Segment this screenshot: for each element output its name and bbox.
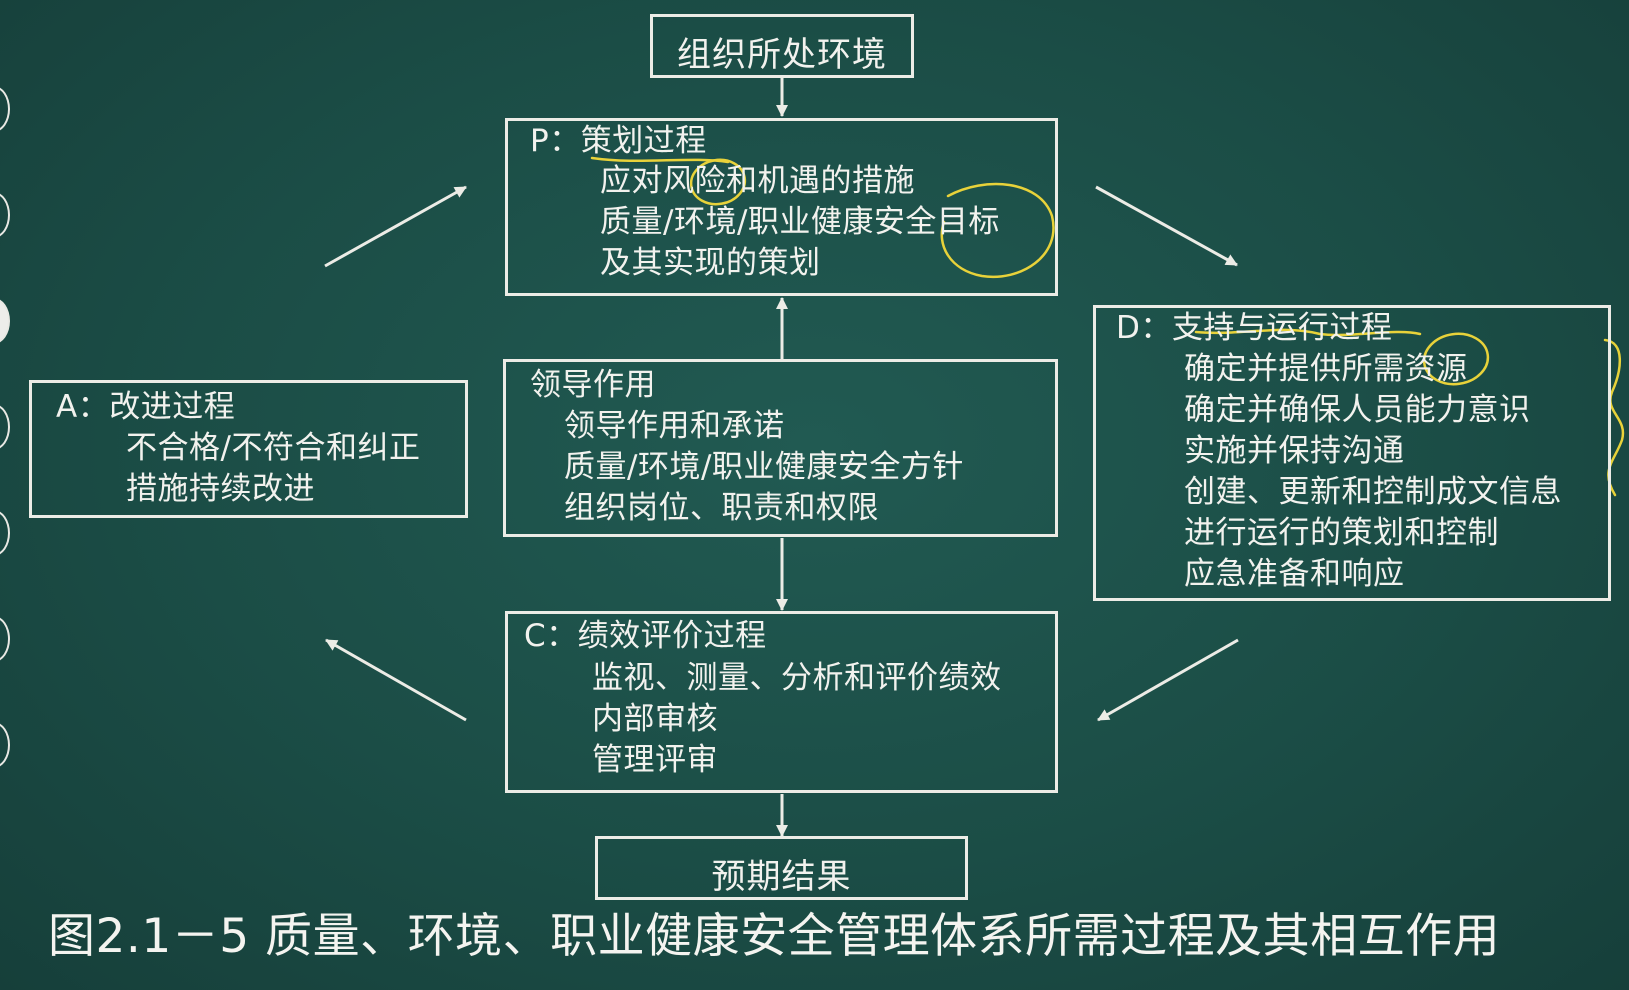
do-title: D：支持与运行过程 — [1116, 310, 1393, 346]
act-box: A：改进过程 不合格/不符合和纠正 措施持续改进 — [29, 380, 468, 518]
do-item: 确定并确保人员能力意识 — [1184, 392, 1531, 428]
environment-box: 组织所处环境 — [650, 14, 914, 78]
arrow-act-to-plan — [324, 185, 467, 268]
do-item: 应急准备和响应 — [1184, 556, 1405, 592]
leadership-item: 领导作用和承诺 — [564, 408, 785, 444]
arrow-plan-to-do — [1095, 185, 1238, 267]
check-title: C：绩效评价过程 — [524, 618, 767, 654]
plan-title: P：策划过程 — [530, 123, 707, 159]
do-box: D：支持与运行过程 确定并提供所需资源 确定并确保人员能力意识 实施并保持沟通 … — [1093, 305, 1611, 601]
plan-box: P：策划过程 应对风险和机遇的措施 质量/环境/职业健康安全目标 及其实现的策划 — [505, 118, 1058, 296]
annotation-underline-do-title — [1194, 328, 1422, 337]
do-item: 实施并保持沟通 — [1184, 433, 1405, 469]
leadership-item: 质量/环境/职业健康安全方针 — [564, 449, 964, 485]
annotation-circle-objectives — [940, 182, 1055, 279]
arrow-check-to-act — [325, 638, 467, 722]
figure-caption: 图2.1－5 质量、环境、职业健康安全管理体系所需过程及其相互作用 — [48, 909, 1501, 964]
check-item: 管理评审 — [592, 742, 718, 778]
plan-item: 及其实现的策划 — [600, 245, 821, 281]
arrow-do-to-check — [1097, 638, 1239, 722]
environment-label: 组织所处环境 — [677, 35, 887, 75]
leadership-box: 领导作用 领导作用和承诺 质量/环境/职业健康安全方针 组织岗位、职责和权限 — [503, 359, 1058, 537]
leadership-title: 领导作用 — [530, 367, 656, 403]
check-box: C：绩效评价过程 监视、测量、分析和评价绩效 内部审核 管理评审 — [505, 611, 1058, 793]
check-item: 内部审核 — [592, 701, 718, 737]
act-item: 措施持续改进 — [126, 471, 315, 507]
result-box: 预期结果 — [595, 836, 968, 900]
act-title: A：改进过程 — [56, 389, 236, 425]
annotation-circle-resources — [1422, 332, 1490, 386]
result-label: 预期结果 — [711, 857, 852, 897]
annotation-circle-risk — [689, 158, 747, 206]
do-item: 确定并提供所需资源 — [1184, 351, 1468, 387]
leadership-item: 组织岗位、职责和权限 — [564, 490, 879, 526]
act-item: 不合格/不符合和纠正 — [126, 430, 421, 466]
do-item: 创建、更新和控制成文信息 — [1184, 474, 1562, 510]
do-item: 进行运行的策划和控制 — [1184, 515, 1499, 551]
check-item: 监视、测量、分析和评价绩效 — [592, 660, 1002, 696]
plan-item: 应对风险和机遇的措施 — [600, 163, 915, 199]
plan-item: 质量/环境/职业健康安全目标 — [600, 204, 1000, 240]
